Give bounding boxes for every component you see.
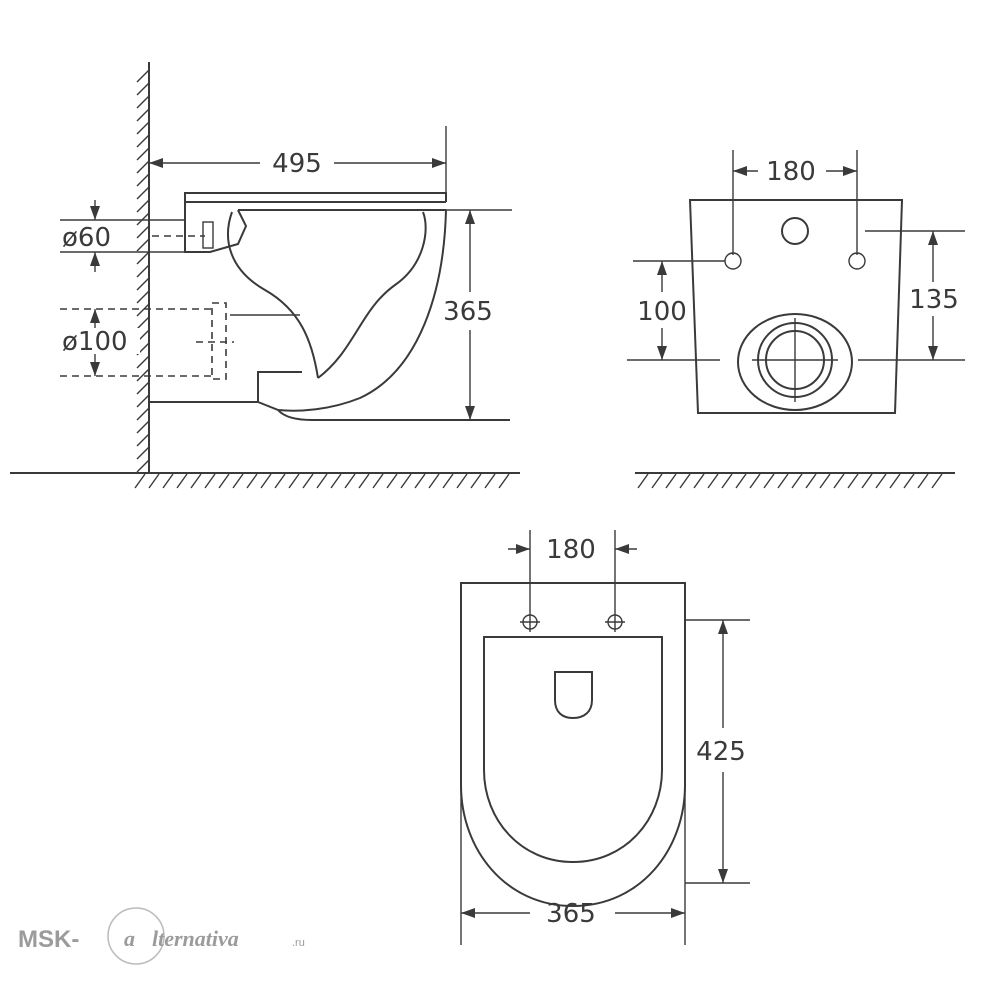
toilet-side-profile <box>60 192 510 421</box>
floor-hatch <box>134 473 510 489</box>
top-bolt-spacing-dimension: 180 <box>546 535 596 565</box>
top-view: 180 425 365 <box>460 530 750 945</box>
rear-bolt-height-dimension: 100 <box>637 297 687 327</box>
toilet-top-profile <box>460 582 686 908</box>
watermark-prefix: MSK- <box>18 926 79 953</box>
watermark-tld: .ru <box>292 937 305 949</box>
side-depth-dimension: 495 <box>272 149 322 179</box>
top-width-dimension: 365 <box>546 899 596 929</box>
inlet-diameter-dimension: ø60 <box>62 223 111 253</box>
watermark-logo-letter: a <box>124 926 135 951</box>
rear-outlet-height-dimension: 135 <box>909 285 959 315</box>
rear-bolt-spacing-dimension: 180 <box>766 157 816 187</box>
side-height-dimension: 365 <box>443 297 493 327</box>
side-view: 495 365 ø60 ø100 <box>10 62 520 489</box>
rear-view: 180 100 135 <box>627 150 965 489</box>
watermark-suffix: lternativa <box>152 926 239 951</box>
top-length-dimension: 425 <box>696 737 746 767</box>
watermark-logo: MSK- a lternativa .ru <box>18 907 305 965</box>
toilet-rear-profile <box>688 199 904 414</box>
wall-hatch <box>136 69 150 473</box>
floor-hatch <box>637 473 943 489</box>
outlet-diameter-dimension: ø100 <box>62 327 128 357</box>
